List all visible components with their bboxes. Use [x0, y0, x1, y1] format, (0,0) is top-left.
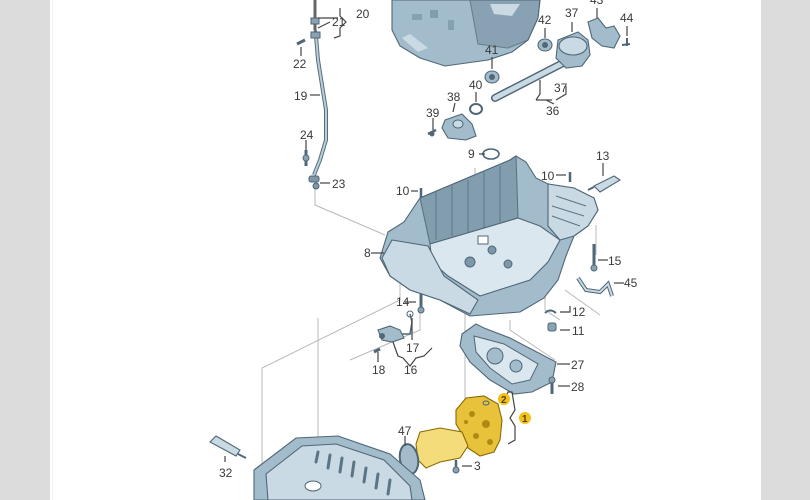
callout-13: 13: [596, 149, 610, 163]
callout-14: 14: [396, 295, 410, 309]
callout-labels: 21 20 22 19 24 23 42 37 43 44 41 40 37 3…: [219, 0, 638, 480]
oil-pump-highlighted[interactable]: [415, 395, 503, 474]
callout-1[interactable]: 1: [522, 414, 528, 425]
callout-21: 21: [332, 15, 346, 29]
callout-lines: [224, 8, 628, 467]
callout-18: 18: [372, 363, 386, 377]
callout-3: 3: [474, 459, 481, 473]
callout-44: 44: [620, 11, 634, 25]
callout-8: 8: [364, 246, 371, 260]
callout-19: 19: [294, 89, 308, 103]
canvas-edge-divider: [52, 0, 53, 500]
viewer-left-margin: [0, 0, 50, 500]
balance-shaft-assembly: [427, 17, 631, 160]
callout-38: 38: [447, 90, 461, 104]
callout-11: 11: [572, 324, 585, 338]
callout-9: 9: [468, 147, 475, 161]
callout-2-badge[interactable]: [498, 393, 510, 405]
callout-36: 36: [546, 104, 560, 118]
callout-32: 32: [219, 466, 233, 480]
callout-10-right: 10: [541, 169, 555, 183]
upper-oil-pan: [379, 154, 599, 317]
callout-40: 40: [469, 78, 483, 92]
dipstick-guide-tube: [296, 0, 328, 190]
callout-39: 39: [426, 106, 440, 120]
callout-2[interactable]: 2: [501, 395, 507, 406]
callout-16: 16: [404, 363, 418, 377]
callout-20: 20: [356, 7, 370, 21]
callout-47: 47: [398, 424, 412, 438]
callout-41: 41: [485, 43, 499, 57]
baffle-plate: [459, 323, 557, 395]
callout-12: 12: [572, 305, 586, 319]
callout-45: 45: [624, 276, 638, 290]
callout-43: 43: [590, 0, 604, 7]
lower-oil-pan: [209, 435, 426, 500]
viewer-right-margin: [761, 0, 810, 500]
callout-17: 17: [406, 341, 420, 355]
callout-37-top: 37: [565, 6, 579, 20]
small-fittings: [417, 175, 622, 332]
oil-level-sensor: [373, 310, 414, 354]
callout-27: 27: [571, 358, 585, 372]
callout-1-badge[interactable]: [519, 412, 531, 424]
callout-24: 24: [300, 128, 314, 142]
callout-42: 42: [538, 13, 552, 27]
callout-28: 28: [571, 380, 585, 394]
callout-15: 15: [608, 254, 622, 268]
callout-10-left: 10: [396, 184, 410, 198]
callout-22: 22: [293, 57, 307, 71]
callout-23: 23: [332, 177, 346, 191]
highlighted-callouts[interactable]: 2 1: [498, 393, 531, 425]
engine-block: [391, 0, 541, 67]
callout-37-shaft: 37: [554, 81, 568, 95]
